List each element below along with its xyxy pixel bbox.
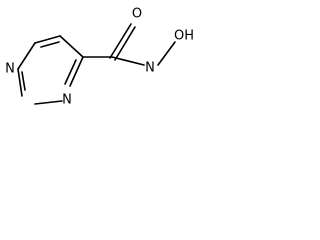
chemical-structure: N N O N OH [5, 7, 194, 108]
double-bond-co-line-2 [114, 26, 136, 61]
carbonyl-oxygen: O [132, 7, 142, 22]
hydroxyl-group: OH [174, 29, 194, 44]
ring-double-bond-inner-3 [21, 71, 26, 91]
ring-bond-n3-c2 [34, 100, 63, 105]
bond-c-n-amide [111, 56, 145, 66]
pyrimidine-ring [17, 35, 84, 105]
hydroxamic-acid-group [82, 23, 176, 66]
amide-nitrogen: N [145, 61, 155, 76]
ring-nitrogen-bottom: N [62, 93, 72, 108]
ring-double-bond-inner-1 [40, 41, 60, 48]
ring-bond-c6-c5 [34, 35, 61, 44]
ring-bond-c2-n1 [17, 68, 23, 97]
ring-nitrogen-left: N [5, 62, 15, 77]
ring-bond-n1-c6 [17, 42, 36, 70]
ring-bond-c4-n3 [69, 56, 84, 87]
ring-double-bond-inner-2 [64, 59, 77, 85]
ring-bond-c5-c4 [59, 35, 84, 58]
double-bond-co-line-1 [109, 23, 132, 59]
bond-n-o-hydroxyl [157, 41, 176, 66]
